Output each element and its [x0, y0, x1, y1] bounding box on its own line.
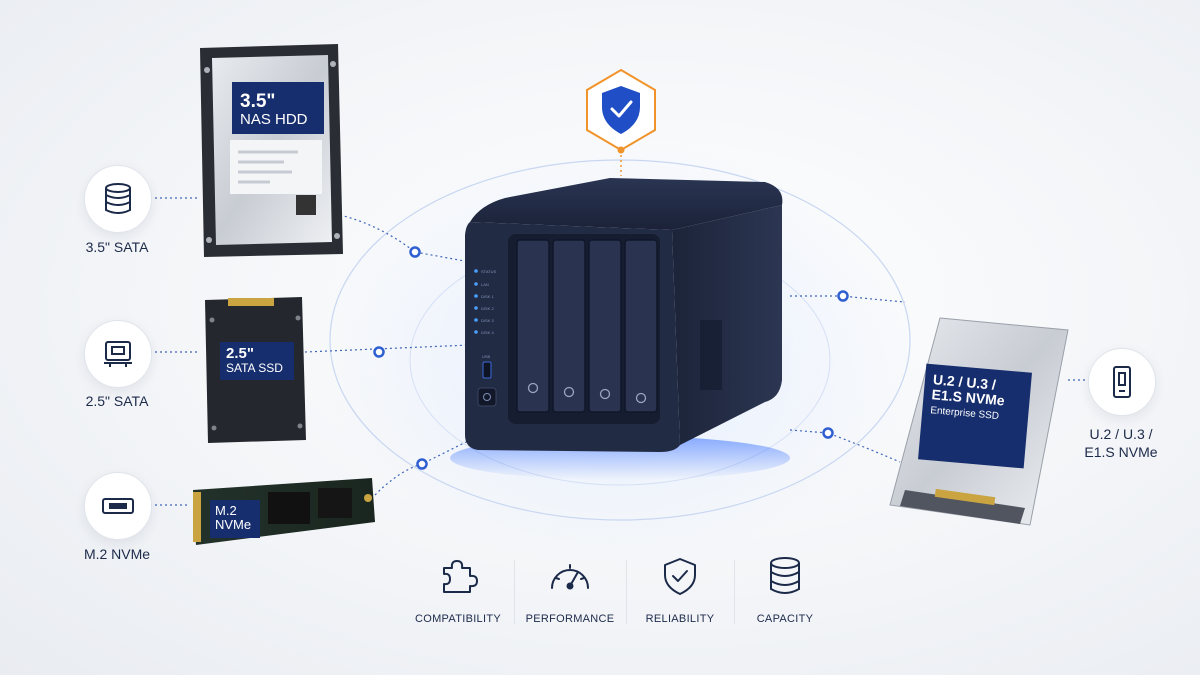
- m2-chip-2: [318, 488, 352, 518]
- hdd-sticker: [230, 140, 322, 194]
- nas-side: [672, 205, 782, 445]
- category-label-u2: U.2 / U.3 / E1.S NVMe: [1084, 426, 1158, 460]
- hdd-drive: [200, 44, 343, 257]
- feature-divider: [514, 560, 515, 624]
- led-label-disk3: DISK 3: [481, 318, 494, 323]
- m2-label-line2: NVMe: [215, 516, 252, 532]
- power-button[interactable]: [477, 387, 497, 407]
- led-label-disk2: DISK 2: [481, 306, 494, 311]
- m2-label-line1: M.2: [215, 503, 237, 518]
- hdd-label-plate: [232, 82, 324, 134]
- feature-divider: [734, 560, 735, 624]
- m2-label: M.2 NVMe: [210, 500, 260, 538]
- connector-nodes: [373, 246, 849, 470]
- feature-capacity[interactable]: CAPACITY: [725, 556, 845, 625]
- nas-leds: [474, 269, 478, 334]
- nas-bay-1: [516, 239, 550, 413]
- hdd-sticker-lines: [238, 150, 298, 184]
- feature-label-capacity: CAPACITY: [756, 613, 814, 625]
- connector-hdd: [339, 214, 471, 263]
- shield-icon: [602, 86, 640, 134]
- check-icon: [610, 100, 633, 118]
- hdd-label-line2: NAS HDD: [240, 110, 308, 128]
- nas-vents: [700, 320, 722, 390]
- led-label-disk4: DISK 4: [481, 330, 494, 335]
- category-label-sata25: 2.5" SATA: [85, 393, 149, 409]
- feature-label-performance: PERFORMANCE: [525, 613, 615, 625]
- nas-bay-3: [588, 239, 622, 413]
- category-label-sata35: 3.5" SATA: [85, 239, 149, 255]
- feature-reliability[interactable]: RELIABILITY: [620, 556, 740, 625]
- category-label-m2: M.2 NVMe: [83, 546, 151, 562]
- nas-bay-2: [552, 239, 586, 413]
- enterprise-label: U.2 / U.3 / E1.S NVMe Enterprise SSD: [918, 363, 1032, 469]
- nas-enclosure: [450, 178, 790, 480]
- led-label-lan: LAN: [481, 282, 489, 287]
- ssd-label: 2.5" SATA SSD: [220, 342, 294, 380]
- connector-enterprise-bottom: [789, 429, 901, 463]
- node-m2: [416, 458, 428, 470]
- led-label-status: STATUS: [481, 269, 497, 274]
- m2-slot-icon: [102, 498, 134, 514]
- orbit-ring-outer: [329, 159, 911, 521]
- node-enterprise-bottom: [822, 427, 834, 439]
- power-icon: [483, 393, 491, 401]
- ssd-label-line2: SATA SSD: [226, 360, 283, 375]
- hdd-label-line1: 3.5": [240, 91, 276, 112]
- security-node: [617, 146, 625, 154]
- feature-divider: [626, 560, 627, 624]
- qr-code-icon: [296, 195, 316, 215]
- nas-bays: [516, 239, 658, 413]
- enterprise-label-line3: Enterprise SSD: [929, 405, 1000, 423]
- node-enterprise-top: [837, 290, 849, 302]
- nas-top: [470, 178, 783, 230]
- usb-label: USB: [482, 354, 491, 359]
- enterprise-gold-pins: [934, 488, 996, 506]
- feature-label-reliability: RELIABILITY: [645, 613, 715, 625]
- category-m2[interactable]: [84, 472, 152, 540]
- m2-chip-1: [268, 492, 310, 524]
- u2-drive-icon: [1113, 366, 1131, 398]
- feature-label-compatibility: COMPATIBILITY: [414, 613, 501, 625]
- hdd-stack-icon: [105, 183, 131, 214]
- m2-gold-edge: [193, 492, 201, 542]
- security-badge: [586, 68, 656, 176]
- node-hdd: [409, 246, 421, 258]
- category-sata25[interactable]: [84, 320, 152, 388]
- ssd-label-line1: 2.5": [226, 345, 254, 362]
- m2-screw-notch: [364, 494, 372, 502]
- feature-performance[interactable]: PERFORMANCE: [510, 556, 630, 625]
- shield-check-icon: [664, 558, 696, 595]
- ssd-connector: [228, 298, 274, 306]
- puzzle-icon: [443, 560, 478, 593]
- category-u2[interactable]: [1088, 348, 1156, 416]
- node-ssd: [373, 346, 385, 358]
- nas-bay-4: [624, 239, 658, 413]
- category-sata35[interactable]: [84, 165, 152, 233]
- database-icon: [770, 557, 800, 594]
- bay-latches: [527, 382, 647, 404]
- feature-compatibility[interactable]: COMPATIBILITY: [398, 556, 518, 625]
- ssd-icon: [104, 341, 132, 367]
- enterprise-connector: [900, 490, 1025, 524]
- speedometer-icon: [551, 564, 589, 590]
- hdd-label: 3.5" NAS HDD: [232, 86, 324, 134]
- usb-port[interactable]: [482, 361, 492, 379]
- led-label-disk1: DISK 1: [481, 294, 494, 299]
